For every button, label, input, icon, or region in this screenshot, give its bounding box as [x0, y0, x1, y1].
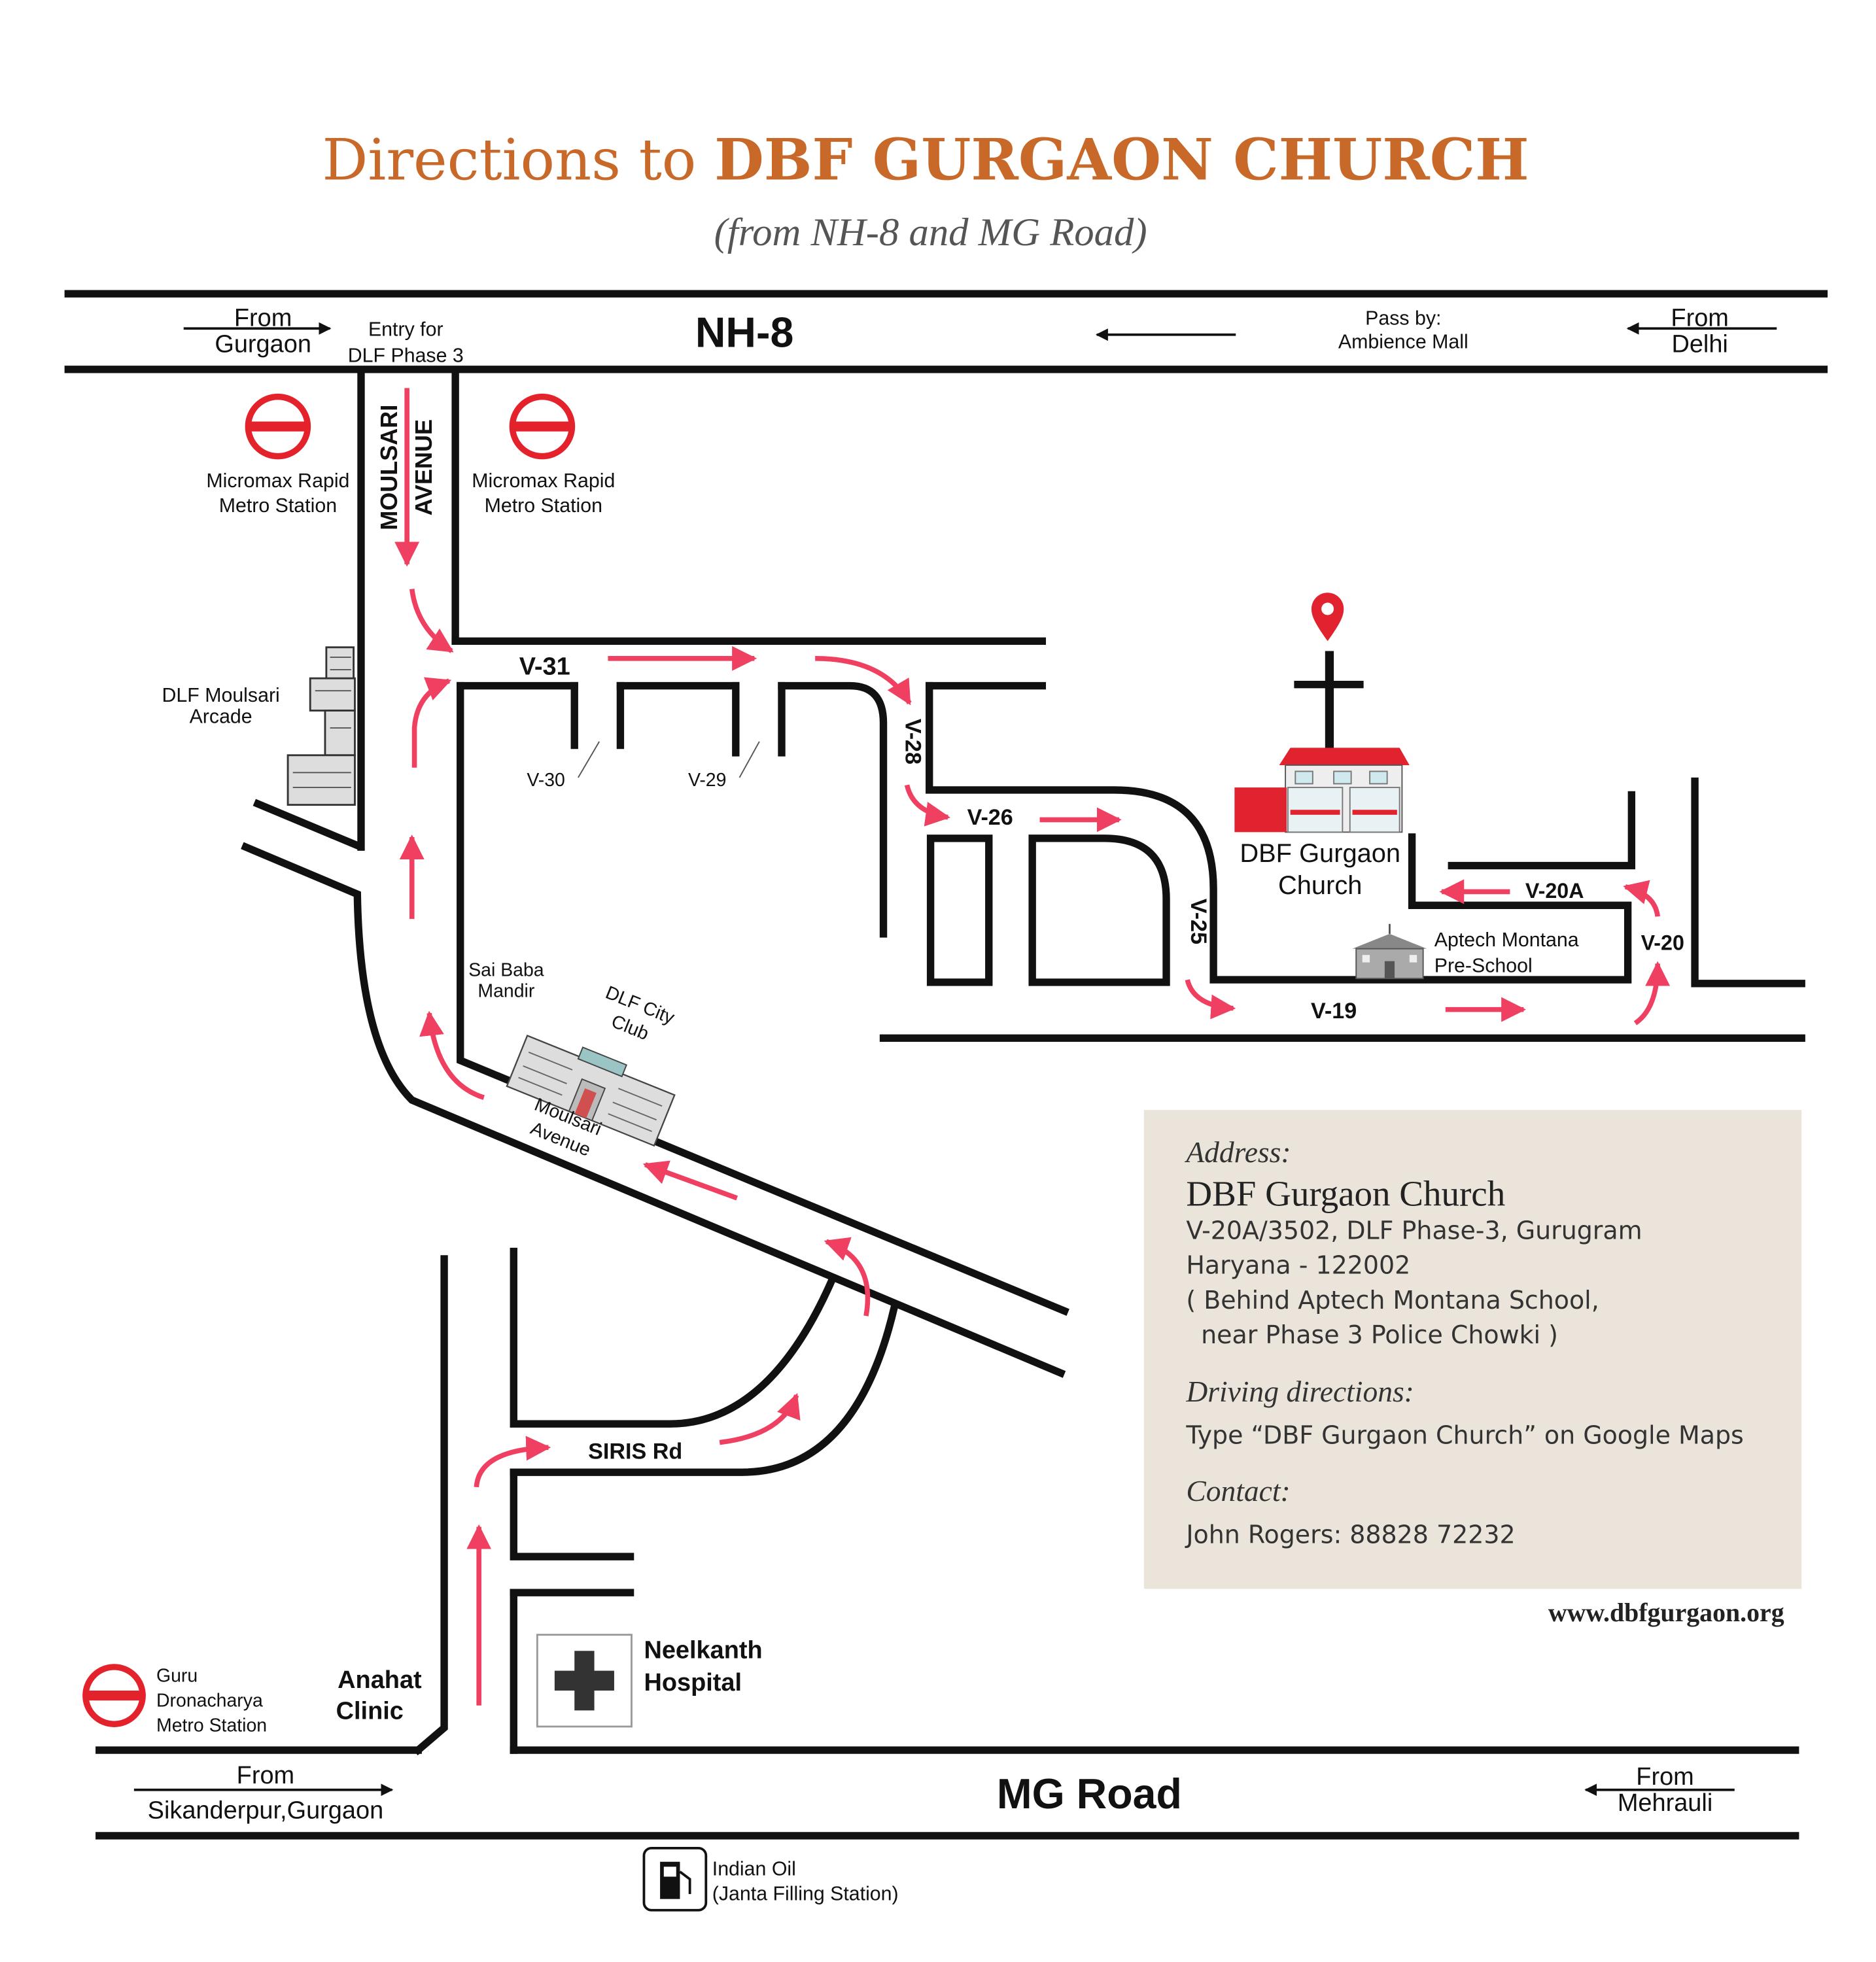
metro3-label-3: Metro Station — [156, 1715, 267, 1736]
metro1-label-2: Metro Station — [219, 495, 337, 517]
page-title: Directions to DBF GURGAON CHURCH — [322, 126, 1529, 194]
address-line-3: ( Behind Aptech Montana School, — [1186, 1286, 1599, 1315]
v29-label: V-29 — [688, 770, 727, 791]
fuel-pump-icon — [642, 1846, 708, 1912]
anahat-label-2: Clinic — [336, 1698, 404, 1725]
contact-text: John Rogers: 88828 72232 — [1185, 1520, 1515, 1549]
indian-oil-label-2: (Janta Filling Station) — [712, 1884, 899, 1905]
v-roads-grid — [457, 681, 1805, 1042]
from-mehrauli-label-1: From — [1636, 1763, 1694, 1791]
from-sikanderpur-label-1: From — [237, 1762, 294, 1789]
hospital-label-1: Neelkanth — [644, 1637, 762, 1664]
contact-heading: Contact: — [1186, 1474, 1290, 1507]
metro-icon — [509, 393, 576, 460]
dlf-club-building — [506, 1034, 676, 1147]
v30-label: V-30 — [527, 770, 565, 791]
church-label-2: Church — [1278, 871, 1362, 900]
address-line-4: near Phase 3 Police Chowki ) — [1201, 1320, 1558, 1349]
siris-rd-label: SIRIS Rd — [588, 1439, 682, 1464]
entry-label-1: Entry for — [368, 319, 443, 341]
from-sikanderpur-label-2: Sikanderpur,Gurgaon — [148, 1797, 384, 1824]
location-pin-icon — [1311, 593, 1344, 642]
moulsari-avenue-label-1: MOULSARI — [375, 405, 402, 530]
v19-label: V-19 — [1311, 999, 1357, 1024]
entry-label-2: DLF Phase 3 — [348, 345, 464, 366]
driving-heading: Driving directions: — [1185, 1375, 1414, 1408]
siris-road — [413, 1247, 899, 1756]
website-link[interactable]: www.dbfgurgaon.org — [1548, 1598, 1784, 1627]
church-building — [1234, 593, 1410, 833]
address-line-2: Haryana - 122002 — [1186, 1251, 1410, 1280]
address-box: Address: DBF Gurgaon Church V-20A/3502, … — [1143, 1110, 1802, 1589]
v20a-label: V-20A — [1525, 879, 1584, 903]
dlf-arcade-label-1: DLF Moulsari — [162, 685, 279, 706]
anahat-label-1: Anahat — [338, 1666, 422, 1694]
hospital-cross-icon — [536, 1634, 633, 1728]
address-name: DBF Gurgaon Church — [1186, 1173, 1505, 1213]
route-arrow — [1185, 979, 1236, 1020]
route-arrow — [719, 1392, 801, 1445]
route-arrow — [1633, 961, 1671, 1025]
sai-baba-label-2: Mandir — [478, 981, 534, 1002]
cross-icon — [1294, 651, 1364, 751]
moulsari-avenue-label-2: AVENUE — [410, 419, 437, 515]
v20-label: V-20 — [1641, 931, 1684, 955]
aptech-label-1: Aptech Montana — [1434, 929, 1579, 951]
route-arrow — [474, 1436, 551, 1488]
moulsari-avenue-road — [241, 368, 1069, 1378]
pass-by-label-2: Ambience Mall — [1338, 332, 1468, 353]
church-label-1: DBF Gurgaon — [1240, 839, 1400, 868]
from-mehrauli-label-2: Mehrauli — [1618, 1789, 1712, 1817]
route-arrow — [824, 1237, 871, 1317]
address-heading: Address: — [1184, 1135, 1291, 1169]
route-arrow — [411, 677, 452, 768]
route-arrow — [409, 589, 454, 653]
route-arrow — [642, 1160, 738, 1201]
mg-road-label: MG Road — [997, 1770, 1182, 1817]
nh8-label: NH-8 — [695, 309, 793, 356]
v31-label: V-31 — [519, 653, 570, 680]
v26-label: V-26 — [967, 805, 1013, 830]
building-icon — [252, 646, 363, 851]
metro1-label-1: Micromax Rapid — [206, 470, 349, 492]
driving-text: Type “DBF Gurgaon Church” on Google Maps — [1185, 1421, 1743, 1450]
dlf-arcade-label-2: Arcade — [190, 706, 252, 727]
route-arrow — [419, 1010, 485, 1100]
route-arrow — [1623, 880, 1660, 917]
page-subtitle: (from NH-8 and MG Road) — [714, 211, 1147, 254]
route-arrow — [815, 656, 912, 706]
indian-oil-label-1: Indian Oil — [712, 1859, 796, 1880]
pass-by-label-1: Pass by: — [1365, 308, 1441, 330]
metro2-label-2: Metro Station — [485, 495, 602, 517]
metro-icon — [245, 393, 311, 460]
from-delhi-direction: From Delhi — [1626, 304, 1777, 358]
v28-label: V-28 — [901, 719, 926, 765]
metro-icon — [82, 1664, 146, 1727]
sai-baba-label-1: Sai Baba — [468, 959, 544, 980]
mg-road — [96, 1746, 1799, 1840]
from-delhi-label-2: Delhi — [1671, 330, 1728, 358]
nh8-road — [64, 290, 1828, 373]
from-gurgaon-label-2: Gurgaon — [215, 330, 311, 358]
hospital-label-2: Hospital — [644, 1669, 742, 1696]
building-icon — [1352, 923, 1427, 980]
metro3-label-2: Dronacharya — [156, 1691, 263, 1712]
metro3-label-1: Guru — [156, 1666, 198, 1687]
route-arrow — [904, 784, 950, 827]
aptech-label-2: Pre-School — [1434, 955, 1533, 977]
v25-label: V-25 — [1186, 899, 1211, 944]
address-line-1: V-20A/3502, DLF Phase-3, Gurugram — [1186, 1216, 1642, 1245]
route-path — [394, 388, 1671, 1706]
from-gurgaon-direction: From Gurgaon — [183, 304, 332, 358]
metro2-label-1: Micromax Rapid — [472, 470, 615, 492]
